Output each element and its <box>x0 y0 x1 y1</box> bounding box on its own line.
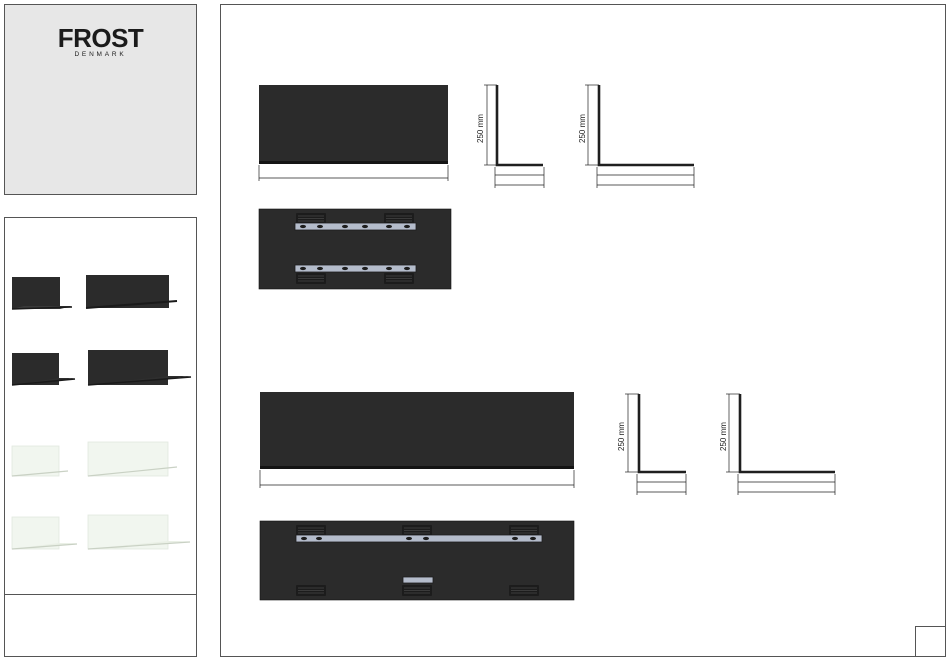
variants-panel <box>4 217 197 657</box>
variant-black-short <box>12 277 72 309</box>
variant-black-short-deep <box>12 353 75 385</box>
variant-white-long <box>88 442 177 476</box>
title-block-divider <box>5 594 196 595</box>
variant-white-short <box>12 446 68 476</box>
variant-black-long-deep <box>88 350 191 385</box>
shelf-large-side-view: 250 mm <box>617 394 686 495</box>
drawing-panel: 250 mm 250 mm <box>220 4 946 657</box>
technical-drawing: 250 mm 250 mm <box>221 5 945 656</box>
variant-white-long-deep <box>88 515 190 549</box>
brand-logo: FROST <box>5 23 196 54</box>
drawing-corner-box <box>915 626 945 656</box>
shelf-large-height-label: 250 mm <box>617 422 626 451</box>
shelf-small-deep-side-view: 250 mm <box>578 85 694 188</box>
brand-subtitle: DENMARK <box>5 51 196 58</box>
variant-black-long <box>86 275 177 308</box>
shelf-small-front-view <box>259 85 448 181</box>
shelf-large-deep-side-view: 250 mm <box>719 394 835 495</box>
variant-thumbnails <box>5 218 196 594</box>
logo-panel: FROST DENMARK <box>4 4 197 195</box>
shelf-small-back-view <box>259 209 451 289</box>
shelf-small-height-label: 250 mm <box>476 114 485 143</box>
shelf-small-deep-height-label: 250 mm <box>578 114 587 143</box>
variant-white-short-deep <box>12 517 77 549</box>
shelf-large-front-view <box>260 392 574 488</box>
shelf-large-deep-height-label: 250 mm <box>719 422 728 451</box>
shelf-small-side-view: 250 mm <box>476 85 544 188</box>
shelf-large-back-view <box>260 521 574 600</box>
